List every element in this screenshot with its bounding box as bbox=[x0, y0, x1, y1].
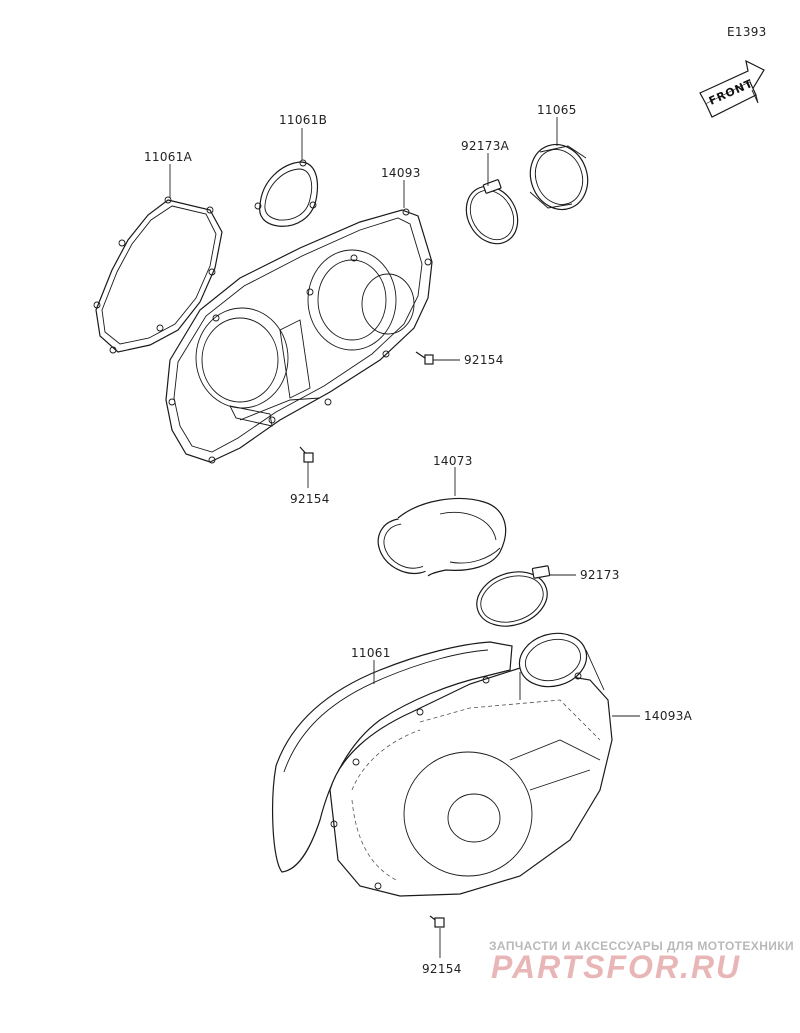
label-14093a: 14093A bbox=[644, 709, 693, 723]
label-92154-3: 92154 bbox=[422, 962, 462, 976]
label-14093: 14093 bbox=[381, 166, 421, 180]
bolt-icon-1 bbox=[415, 351, 434, 365]
seal-11065 bbox=[529, 143, 589, 211]
label-11061a: 11061A bbox=[144, 150, 193, 164]
watermark-tagline: ЗАПЧАСТИ И АКСЕССУАРЫ ДЛЯ МОТОТЕХНИКИ bbox=[489, 939, 794, 953]
front-arrow-icon: FRONT bbox=[699, 59, 765, 118]
bolt-icon-3 bbox=[429, 915, 445, 928]
clamp-92173 bbox=[476, 565, 551, 627]
clamp-92173a bbox=[465, 179, 519, 245]
diagram-code: E1393 bbox=[727, 25, 767, 39]
inner-cover-14093 bbox=[165, 208, 433, 464]
watermark-logo: PARTSFOR.RU bbox=[491, 949, 741, 985]
label-92173a: 92173A bbox=[461, 139, 510, 153]
label-11065: 11065 bbox=[537, 103, 577, 117]
label-11061: 11061 bbox=[351, 646, 391, 660]
gasket-11061b bbox=[254, 159, 319, 227]
gasket-11061a bbox=[93, 196, 223, 354]
outer-cover-14093a bbox=[329, 632, 613, 897]
gasket-11061 bbox=[272, 641, 513, 873]
label-92173: 92173 bbox=[580, 568, 620, 582]
label-92154-2: 92154 bbox=[290, 492, 330, 506]
duct-14073 bbox=[377, 497, 507, 577]
label-92154-1: 92154 bbox=[464, 353, 504, 367]
label-11061b: 11061B bbox=[279, 113, 327, 127]
bolt-icon-2 bbox=[299, 446, 314, 463]
label-14073: 14073 bbox=[433, 454, 473, 468]
